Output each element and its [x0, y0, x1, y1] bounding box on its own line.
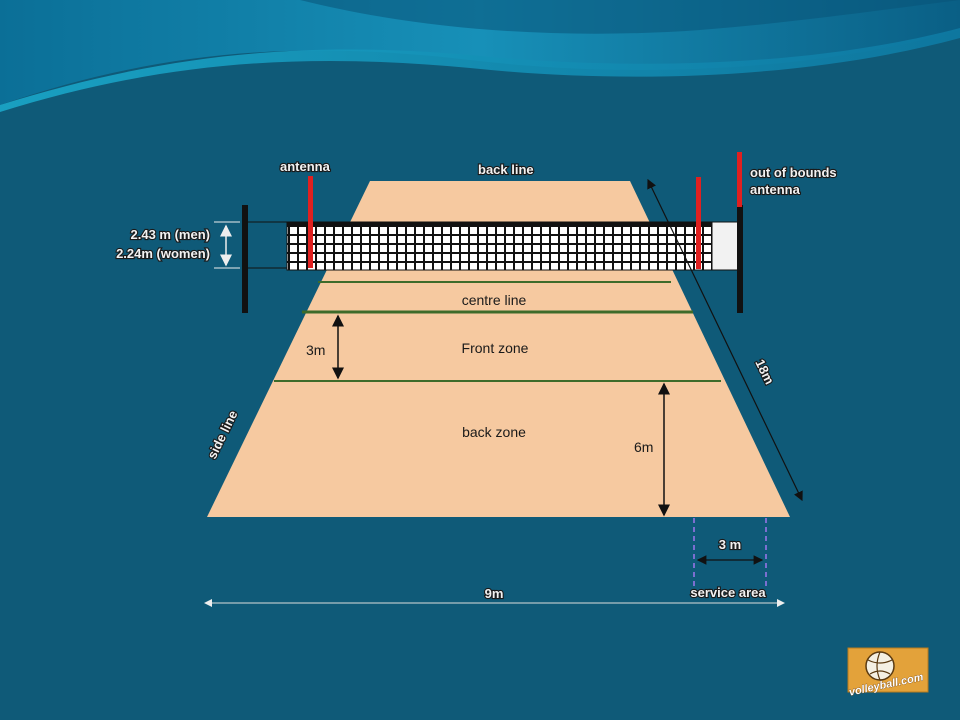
side-line-label: side line: [204, 408, 240, 461]
left-antenna: [308, 176, 313, 268]
out-of-bounds-antenna-label: antenna: [750, 182, 801, 197]
left-post: [242, 205, 248, 313]
six-m-label: 6m: [634, 439, 653, 455]
length-label: 18m: [752, 357, 777, 387]
service-area-markers: [693, 518, 767, 590]
right-antenna-inner: [696, 177, 701, 269]
length-arrow: [647, 178, 803, 502]
service-width-label: 3 m: [719, 537, 741, 552]
centre-line-label: centre line: [462, 292, 527, 308]
net-height-men-label: 2.43 m (men): [131, 227, 210, 242]
header-wave: [0, 0, 960, 112]
width-label: 9m: [485, 586, 504, 601]
right-antenna-out-of-bounds: [737, 152, 742, 207]
front-zone-label: Front zone: [462, 340, 529, 356]
service-area-label: service area: [690, 585, 766, 600]
net: [286, 221, 743, 271]
volleyball-logo: volleyball.com: [847, 647, 929, 699]
back-zone-label: back zone: [462, 424, 526, 440]
out-of-bounds-label: out of bounds: [750, 165, 837, 180]
back-line-label: back line: [478, 162, 534, 177]
antenna-label: antenna: [280, 159, 331, 174]
three-m-label: 3m: [306, 342, 325, 358]
net-height-women-label: 2.24m (women): [116, 246, 210, 261]
right-post: [737, 205, 743, 313]
